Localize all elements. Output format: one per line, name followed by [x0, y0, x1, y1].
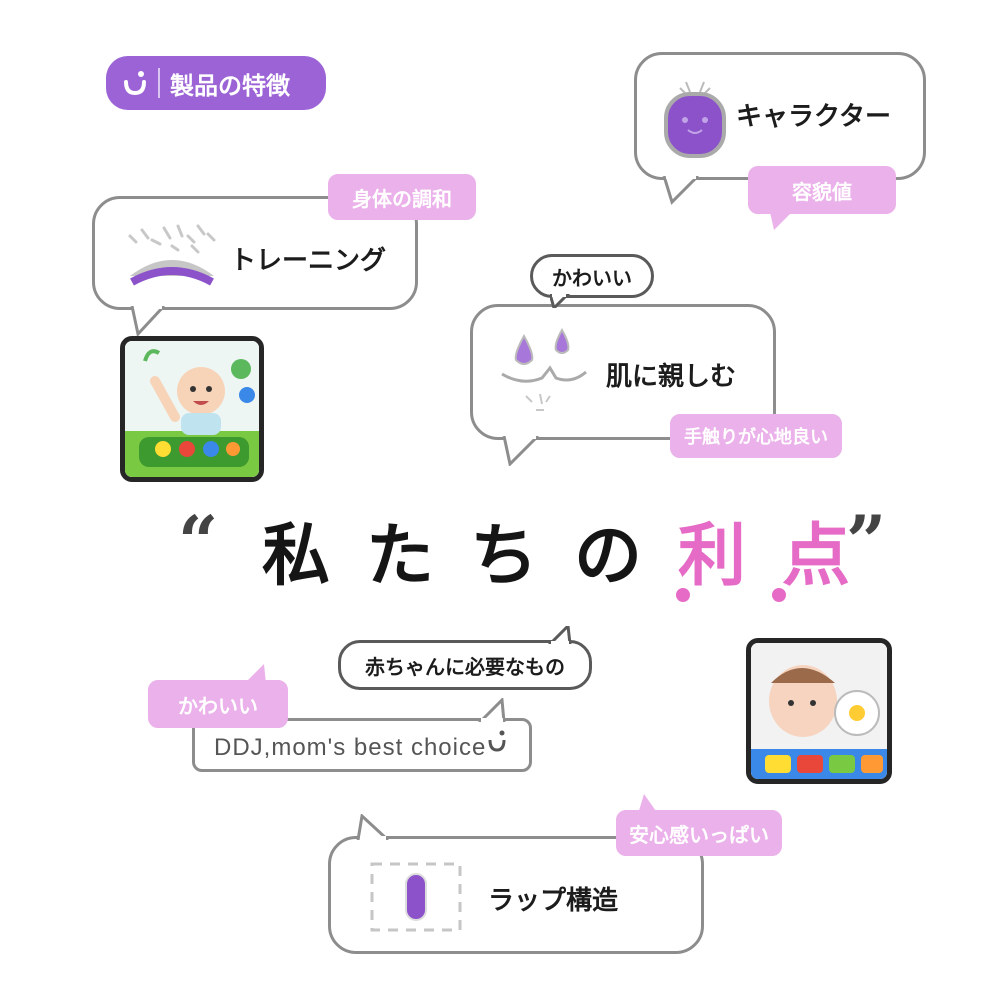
- headline-text: 私たちの: [262, 517, 679, 596]
- cute-tag: かわいい: [148, 680, 288, 728]
- tag-tail: [550, 294, 570, 308]
- tag-tail: [770, 212, 792, 230]
- skin-label: 肌に親しむ: [606, 362, 737, 392]
- training-label: トレーニング: [230, 246, 387, 276]
- baby-photo-1: [120, 336, 264, 482]
- wrap-icon: [370, 862, 462, 932]
- bubble-tail: [478, 698, 506, 722]
- bubble-tail: [502, 436, 540, 466]
- wrap-tag: 安心感いっぱい: [616, 810, 782, 856]
- tag-tail: [638, 794, 658, 814]
- logo-mark-icon: [488, 730, 506, 752]
- open-quote: “: [178, 500, 219, 583]
- training-icon: [128, 224, 216, 286]
- bubble-tail: [356, 814, 390, 840]
- character-tag: 容貌値: [748, 166, 896, 214]
- logo-icon: [124, 71, 146, 96]
- bubble-tail: [130, 306, 166, 336]
- baby-jumper-photo: [125, 341, 259, 477]
- headline-accent: 利点: [678, 517, 887, 596]
- training-tag: 身体の調和: [328, 174, 476, 220]
- skin-tag-cute: かわいい: [530, 254, 654, 298]
- droplet-face-icon: [501, 327, 587, 411]
- baby-photo-2: [746, 638, 892, 784]
- emphasis-dot: [772, 588, 786, 602]
- needs-tag: 赤ちゃんに必要なもの: [338, 640, 592, 690]
- wrap-label: ラップ構造: [488, 886, 619, 916]
- character-label: キャラクター: [736, 102, 891, 132]
- close-quote: ”: [846, 500, 887, 583]
- header-badge: 製品の特徴: [106, 56, 326, 110]
- header-title: 製品の特徴: [170, 71, 290, 100]
- skin-tag-touch: 手触りが心地良い: [670, 414, 842, 458]
- header-divider: [158, 68, 160, 98]
- emphasis-dot: [676, 588, 690, 602]
- headline: 私たちの利点: [262, 500, 886, 599]
- english-slogan: DDJ,mom's best choice: [214, 734, 487, 761]
- tag-tail: [244, 664, 266, 684]
- baby-activity-photo: [751, 643, 887, 779]
- character-icon: [664, 81, 726, 158]
- tag-tail: [548, 626, 572, 644]
- bubble-tail: [662, 176, 700, 205]
